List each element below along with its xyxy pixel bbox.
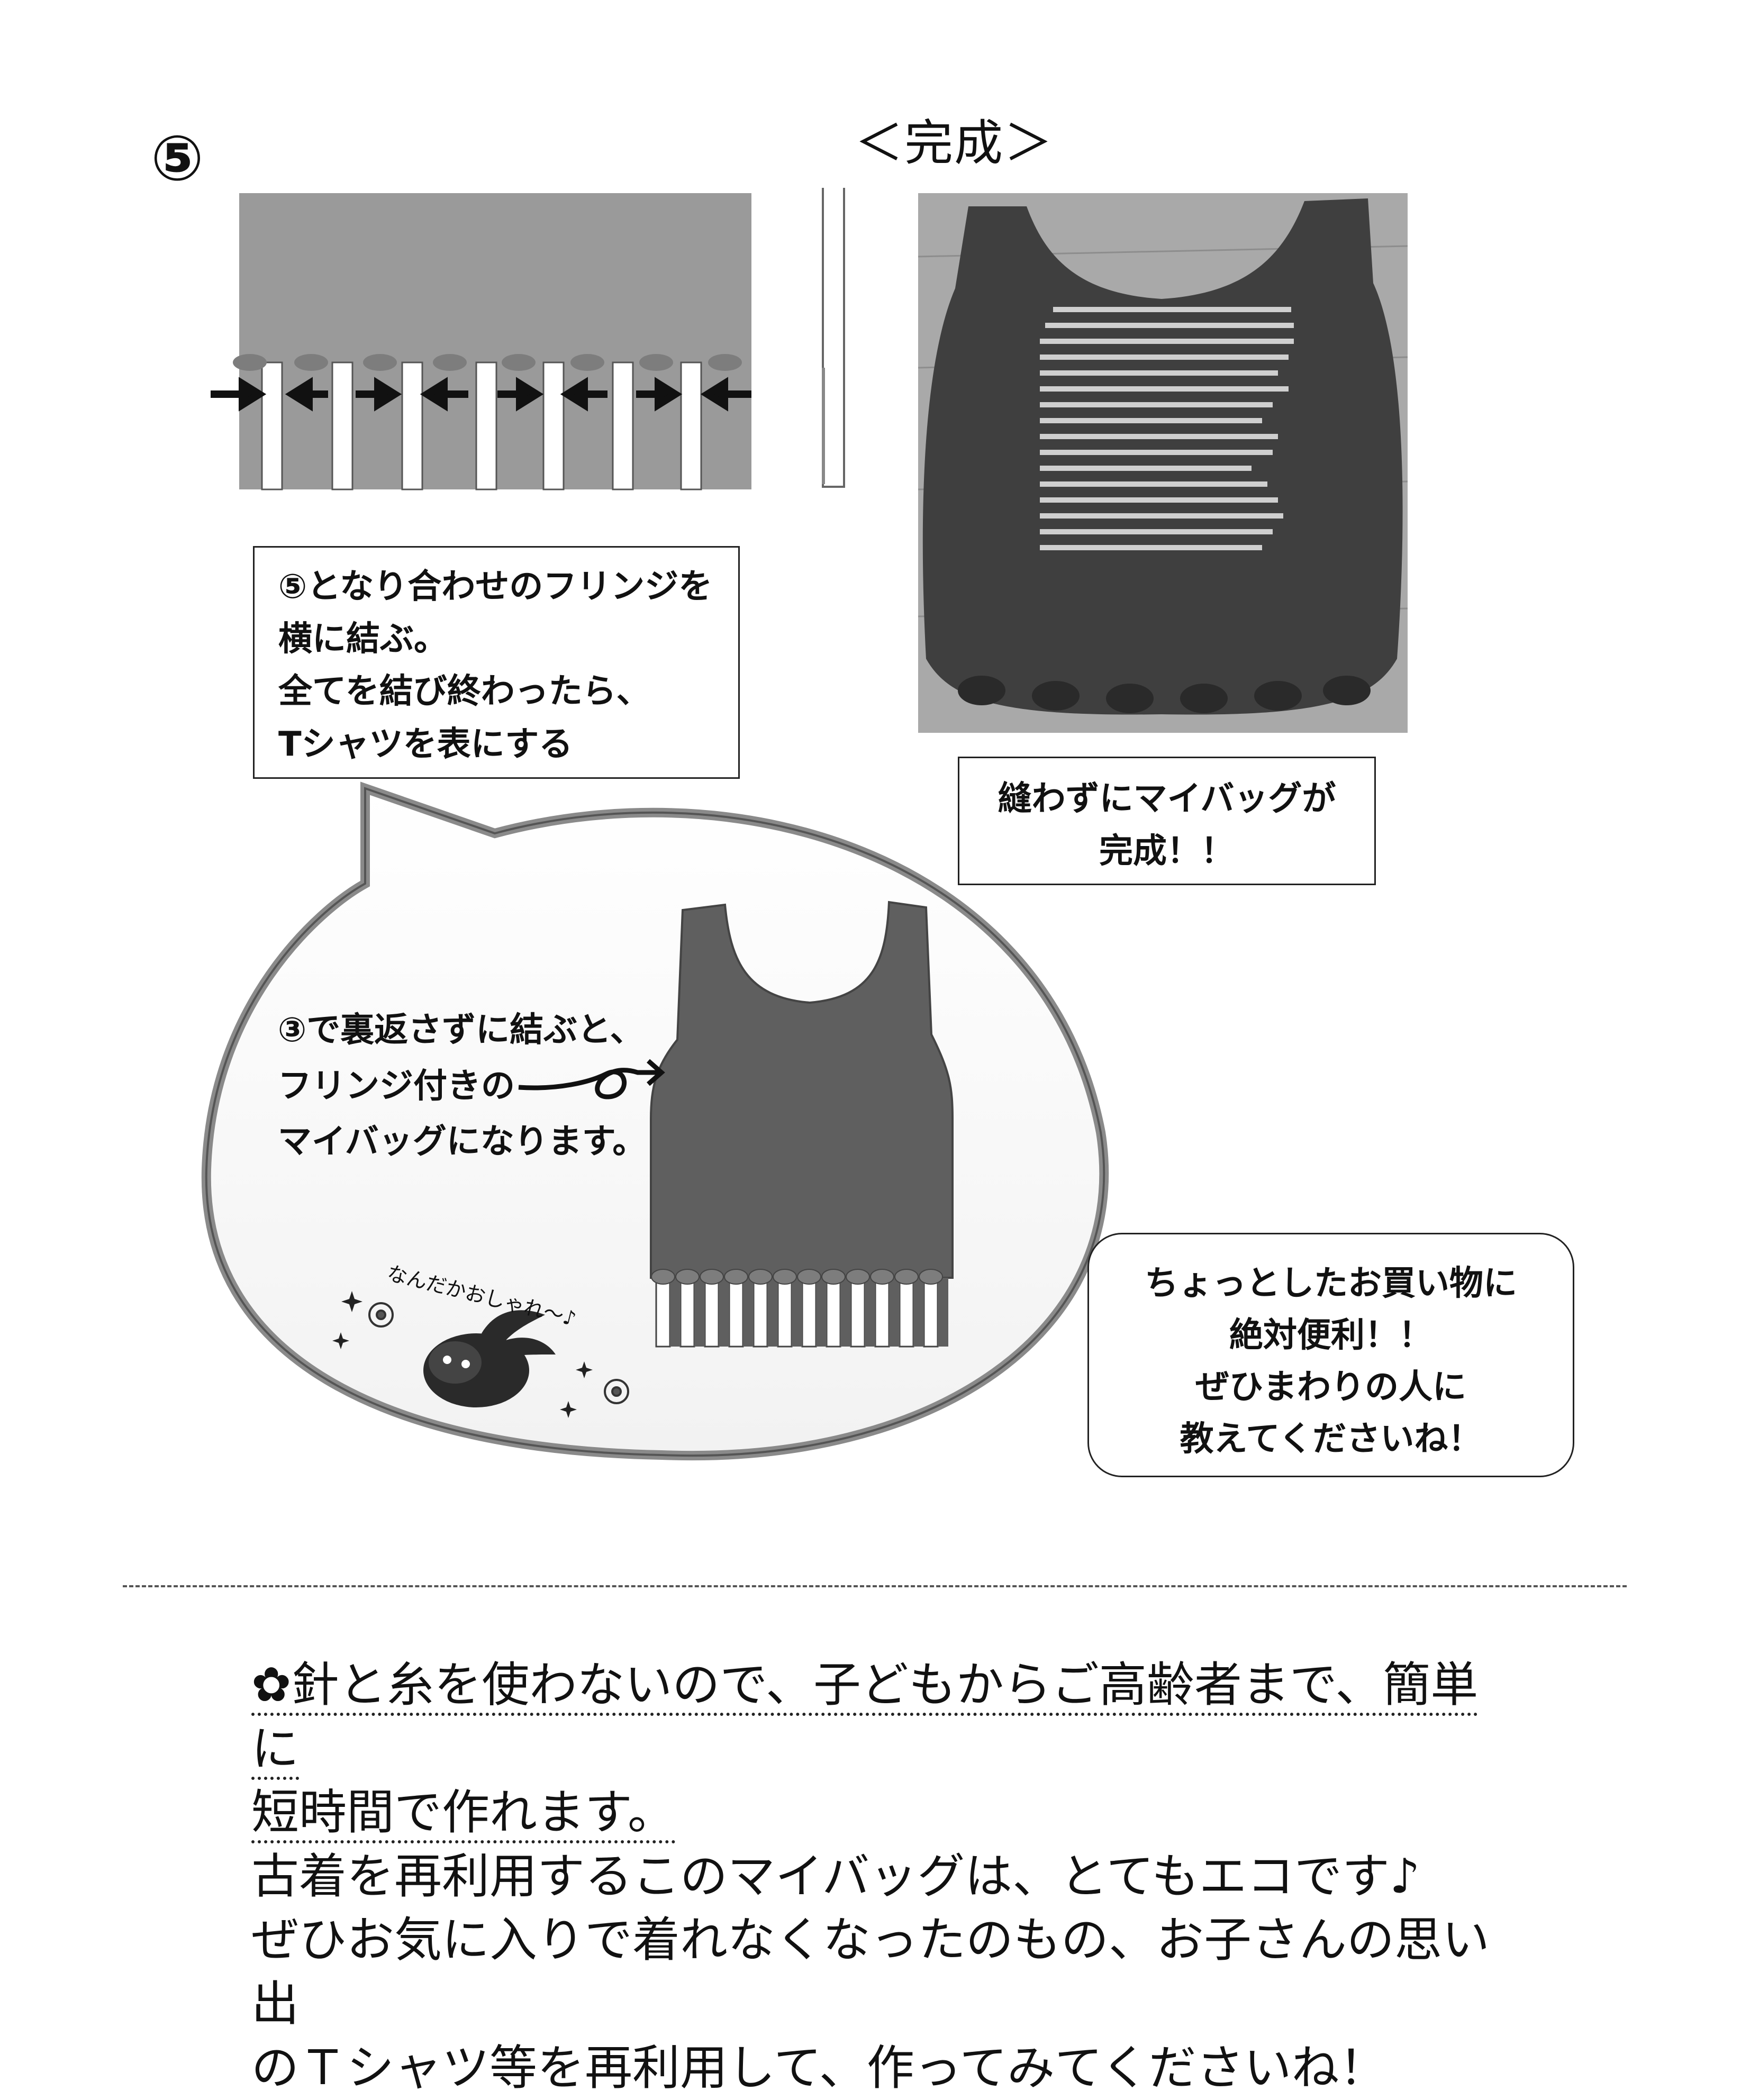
bottom-line: 短時間で作れます。 xyxy=(251,1781,1521,1845)
tank-bag-illustration xyxy=(650,901,954,1348)
tip-box: ちょっとしたお買い物に 絶対便利！！ ぜひまわりの人に 教えてくださいね！ xyxy=(1087,1233,1574,1477)
bottom-text: ✿針と糸を使わないので、子どもからご高齢者まで、簡単に 短時間で作れます。 古着… xyxy=(251,1653,1521,2100)
fringe-strips xyxy=(261,361,702,490)
step-caption-line: ⑤となり合わせのフリンジを xyxy=(278,567,713,606)
bottom-line-text: 針と糸を使わないので、子どもからご高齢者まで、簡単に xyxy=(251,1657,1479,1777)
completed-title: ＜完成＞ xyxy=(855,115,1054,171)
bottom-line: ✿針と糸を使わないので、子どもからご高齢者まで、簡単に xyxy=(251,1653,1521,1781)
fringe-knot-illustration xyxy=(211,188,845,490)
arrow-icons xyxy=(211,377,751,412)
sparkle-icons xyxy=(332,1291,593,1418)
mascot-illustration xyxy=(332,1291,629,1418)
curly-arrow-icon xyxy=(518,1059,665,1099)
bottom-line: 古着を再利用するこのマイバッグは、とてもエコです♪ xyxy=(251,1848,1420,1904)
completed-caption-line: 縫わずにマイバッグが xyxy=(998,779,1336,819)
tip-line: 絶対便利！！ xyxy=(1229,1315,1432,1355)
bottom-line-text: 短時間で作れます。 xyxy=(251,1785,675,1844)
step-caption-line: 全てを結び終わったら、 xyxy=(278,672,650,712)
bubble-text-line: マイバッグになります。 xyxy=(278,1122,647,1162)
bottom-line: のＴシャツ等を再利用して、作ってみてくださいね！ xyxy=(251,2040,1387,2096)
bubble-text-line: フリンジ付きの xyxy=(278,1066,515,1106)
side-view-strip xyxy=(822,188,845,488)
step-caption-line: Tシャツを表にする xyxy=(278,724,573,764)
completed-bag-photo xyxy=(918,193,1408,733)
bubble-text-line: ③で裏返さずに結ぶと、 xyxy=(278,1011,644,1050)
step-caption-line: 横に結ぶ。 xyxy=(278,620,448,659)
knot-ovals xyxy=(233,354,742,371)
completed-caption-line: 完成！！ xyxy=(1099,832,1235,871)
step-caption-box: ⑤となり合わせのフリンジを 横に結ぶ。 全てを結び終わったら、 Tシャツを表にす… xyxy=(253,546,740,779)
tip-line: 教えてくださいね！ xyxy=(1180,1419,1482,1459)
flower-icon: ✿ xyxy=(251,1657,292,1713)
step-number: ⑤ xyxy=(151,122,204,195)
bottom-line: ぜひお気に入りで着れなくなったのもの、お子さんの思い出 xyxy=(251,1912,1490,2032)
bubble-text: ③で裏返さずに結ぶと、 フリンジ付きの マイバッグになります。 xyxy=(278,1003,646,1170)
tip-line: ぜひまわりの人に xyxy=(1195,1367,1466,1407)
dashed-divider xyxy=(123,1585,1627,1587)
tip-line: ちょっとしたお買い物に xyxy=(1145,1264,1517,1303)
completed-caption-box: 縫わずにマイバッグが 完成！！ xyxy=(958,757,1376,885)
